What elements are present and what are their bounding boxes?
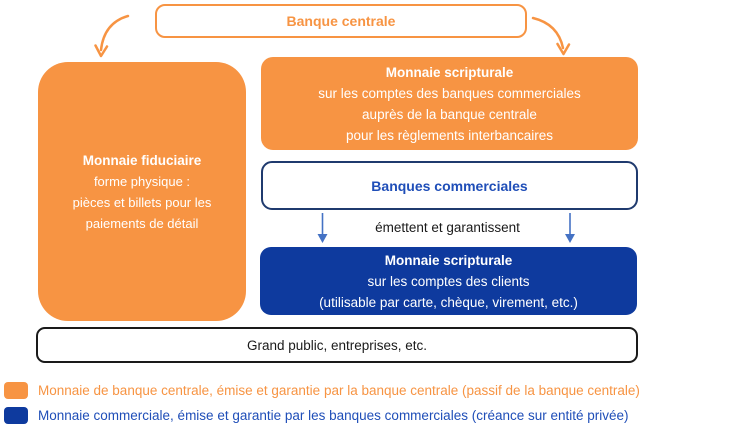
commercial-banks-box: Banques commerciales	[261, 161, 638, 210]
scriptural-money-central-line: auprès de la banque centrale	[362, 106, 537, 122]
scriptural-money-clients-line: sur les comptes des clients	[367, 273, 530, 289]
fiduciary-money-line: pièces et billets pour les	[72, 194, 212, 210]
legend-swatch-blue	[4, 406, 28, 424]
scriptural-money-clients-line: (utilisable par carte, chèque, virement,…	[319, 294, 578, 310]
commercial-banks-label: Banques commerciales	[371, 177, 528, 194]
legend-row-central-bank-money: Monnaie de banque centrale, émise et gar…	[4, 381, 640, 399]
arrow-banks-emit-left	[317, 213, 328, 243]
arrow-banks-emit-right	[565, 213, 575, 243]
general-public-box: Grand public, entreprises, etc.	[36, 327, 638, 363]
arrow-central-bank-to-fiduciaire	[94, 14, 130, 58]
scriptural-money-central-box: Monnaie scripturale sur les comptes des …	[261, 57, 638, 150]
central-bank-box: Banque centrale	[155, 4, 527, 38]
legend-swatch-orange	[4, 381, 28, 399]
general-public-label: Grand public, entreprises, etc.	[246, 337, 428, 353]
fiduciary-money-line: forme physique :	[93, 173, 191, 189]
scriptural-money-clients-box: Monnaie scripturale sur les comptes des …	[260, 247, 637, 315]
fiduciary-money-box: Monnaie fiduciaire forme physique : pièc…	[38, 62, 246, 321]
legend-label-commercial-money: Monnaie commerciale, émise et garantie p…	[38, 407, 629, 423]
scriptural-money-central-title: Monnaie scripturale	[385, 64, 514, 80]
arrow-central-bank-to-scripturale	[531, 16, 571, 56]
scriptural-money-clients-title: Monnaie scripturale	[384, 252, 513, 268]
central-bank-label: Banque centrale	[286, 13, 396, 29]
scriptural-money-central-line: pour les règlements interbancaires	[345, 127, 554, 143]
fiduciary-money-title: Monnaie fiduciaire	[82, 152, 202, 168]
fiduciary-money-line: paiements de détail	[85, 215, 199, 231]
scriptural-money-central-line: sur les comptes des banques commerciales	[318, 85, 581, 101]
legend-row-commercial-money: Monnaie commerciale, émise et garantie p…	[4, 406, 629, 424]
legend-label-central-bank-money: Monnaie de banque centrale, émise et gar…	[38, 382, 640, 398]
emit-guarantee-label: émettent et garantissent	[375, 219, 520, 235]
